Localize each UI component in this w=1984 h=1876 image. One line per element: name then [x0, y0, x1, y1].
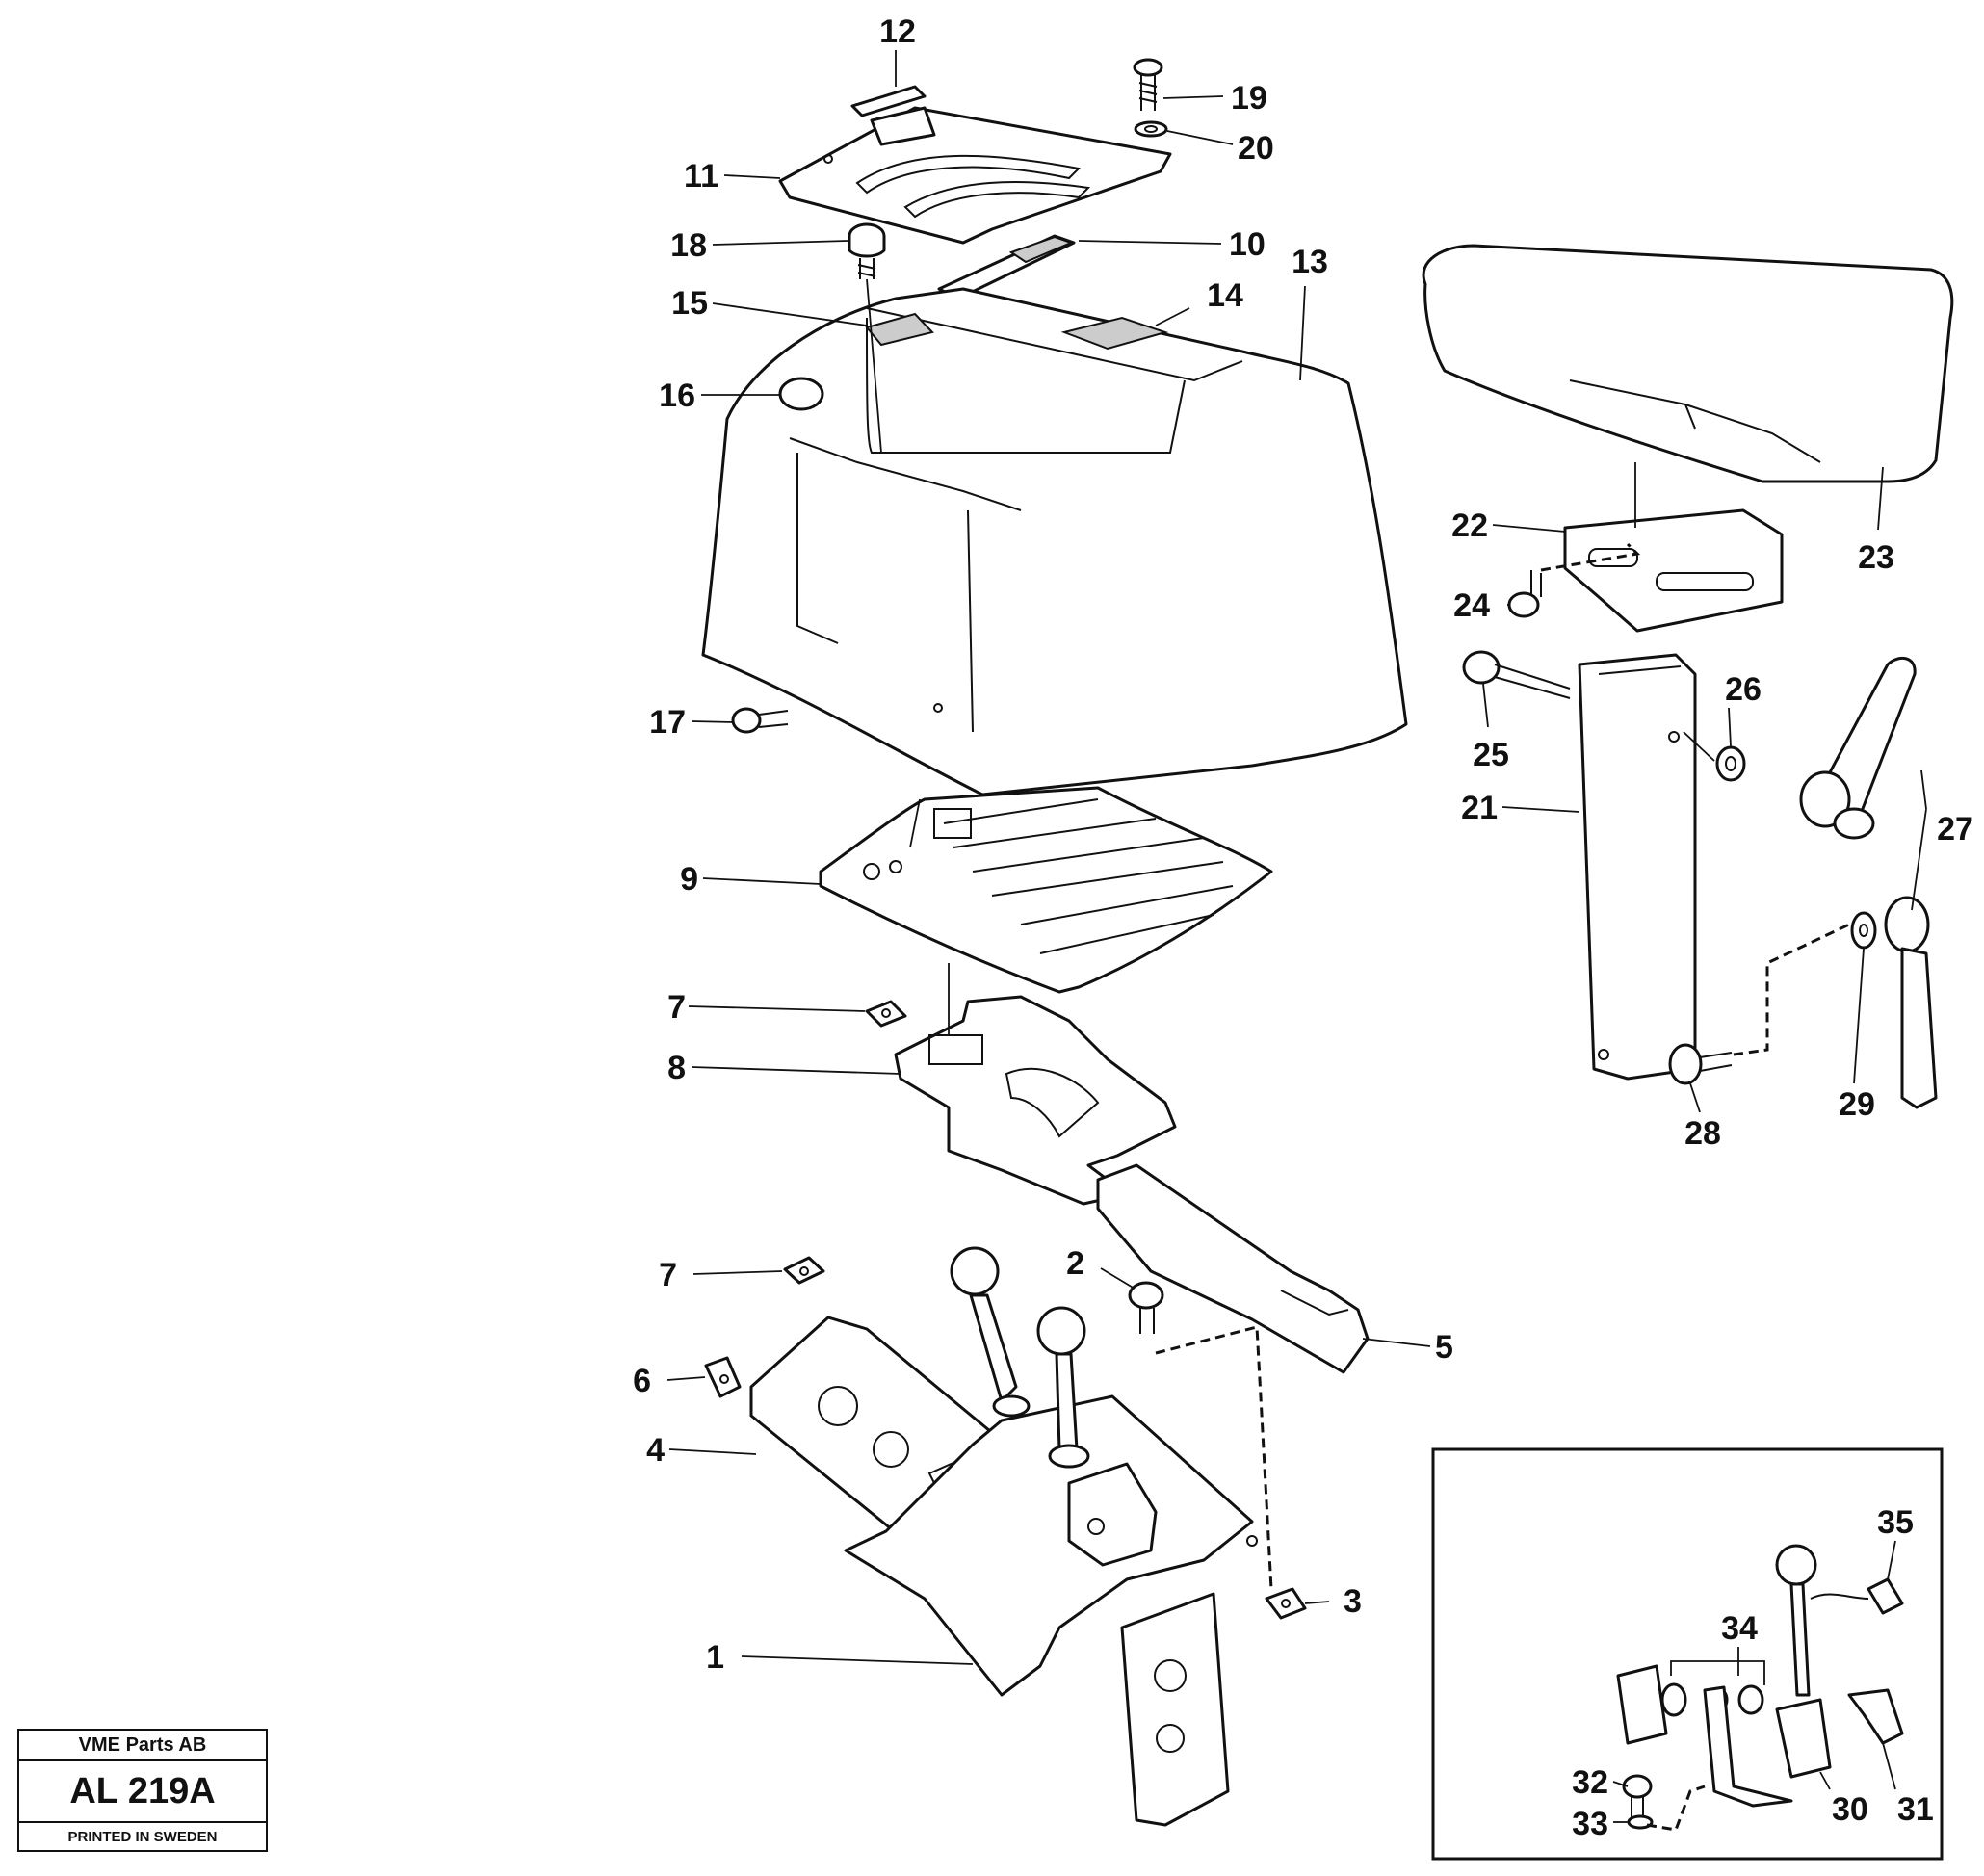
part-7a-nut — [865, 1000, 907, 1028]
callout-7b: 7 — [667, 989, 686, 1026]
callout-19: 19 — [1231, 80, 1267, 117]
part-24-screw — [1507, 570, 1542, 618]
part-3-nut — [1265, 1587, 1307, 1620]
part-19-screw — [1133, 58, 1163, 111]
callout-8: 8 — [667, 1050, 686, 1086]
callout-34: 34 — [1721, 1610, 1758, 1647]
callout-17: 17 — [649, 704, 686, 741]
part-21-post — [1578, 653, 1697, 1081]
part-27-handle-lower — [1884, 896, 1938, 1109]
part-20-washer — [1134, 120, 1168, 138]
part-12-clip — [850, 85, 936, 146]
callout-16: 16 — [659, 378, 695, 414]
callout-22: 22 — [1451, 508, 1488, 544]
callout-28: 28 — [1684, 1115, 1721, 1152]
part-6-clamp — [704, 1356, 742, 1398]
title-company: VME Parts AB — [19, 1731, 266, 1761]
part-26-washer — [1715, 745, 1746, 782]
part-25-bolt — [1462, 650, 1571, 699]
part-11-top-plate — [778, 106, 1172, 245]
callout-25: 25 — [1473, 737, 1509, 773]
callout-35: 35 — [1877, 1504, 1914, 1541]
callout-32: 32 — [1572, 1764, 1608, 1801]
title-block: VME Parts AB AL 219A PRINTED IN SWEDEN — [17, 1729, 268, 1852]
part-18-knob-screw — [848, 222, 886, 279]
part-29-washer — [1850, 911, 1877, 950]
part-28-screw — [1668, 1043, 1733, 1085]
callout-labels: 1 2 3 4 5 6 7 7 8 9 10 11 12 13 14 15 16… — [633, 13, 1973, 1842]
title-footer: PRINTED IN SWEDEN — [67, 1829, 218, 1845]
part-22-bracket — [1563, 508, 1784, 633]
callout-3: 3 — [1344, 1583, 1362, 1620]
part-17-screw — [731, 707, 789, 734]
part-8-bracket-plate — [894, 995, 1177, 1206]
callout-6: 6 — [633, 1363, 651, 1399]
callout-33: 33 — [1572, 1806, 1608, 1842]
inset-detail-box — [1431, 1447, 1944, 1861]
callout-18: 18 — [670, 227, 707, 264]
callout-1: 1 — [706, 1639, 724, 1676]
callout-20: 20 — [1238, 130, 1274, 167]
callout-5: 5 — [1435, 1329, 1453, 1366]
callout-26: 26 — [1725, 671, 1762, 708]
part-1-joystick-right — [1036, 1306, 1090, 1469]
callout-12: 12 — [879, 13, 916, 50]
part-10-strip — [937, 234, 1076, 300]
callout-27: 27 — [1937, 811, 1973, 847]
part-9-grille-plate — [819, 786, 1273, 994]
part-5-long-bar — [1096, 1163, 1370, 1374]
leader-lines — [666, 50, 1927, 1823]
callout-7a: 7 — [659, 1257, 677, 1293]
part-1-valve-block — [844, 1394, 1258, 1827]
dashed-fastener-paths — [1155, 542, 1850, 1832]
callout-13: 13 — [1292, 244, 1328, 280]
part-23-armrest-cushion — [1422, 244, 1954, 483]
callout-24: 24 — [1453, 587, 1490, 624]
callout-4: 4 — [646, 1432, 665, 1469]
callout-11: 11 — [684, 158, 718, 195]
callout-10: 10 — [1229, 226, 1266, 263]
callout-29: 29 — [1839, 1086, 1875, 1123]
part-27-handle-upper — [1799, 656, 1917, 840]
part-1-joystick-left — [950, 1246, 1031, 1418]
part-7b-nut — [783, 1256, 825, 1285]
callout-21: 21 — [1461, 790, 1498, 826]
callout-2: 2 — [1066, 1245, 1084, 1282]
callout-14: 14 — [1207, 277, 1243, 314]
callout-15: 15 — [671, 285, 708, 322]
part-2-screw — [1128, 1281, 1164, 1334]
callout-23: 23 — [1858, 539, 1894, 576]
callout-31: 31 — [1897, 1791, 1934, 1828]
title-drawing-number: AL 219A — [19, 1761, 266, 1823]
callout-30: 30 — [1832, 1791, 1868, 1828]
callout-9: 9 — [680, 861, 698, 898]
